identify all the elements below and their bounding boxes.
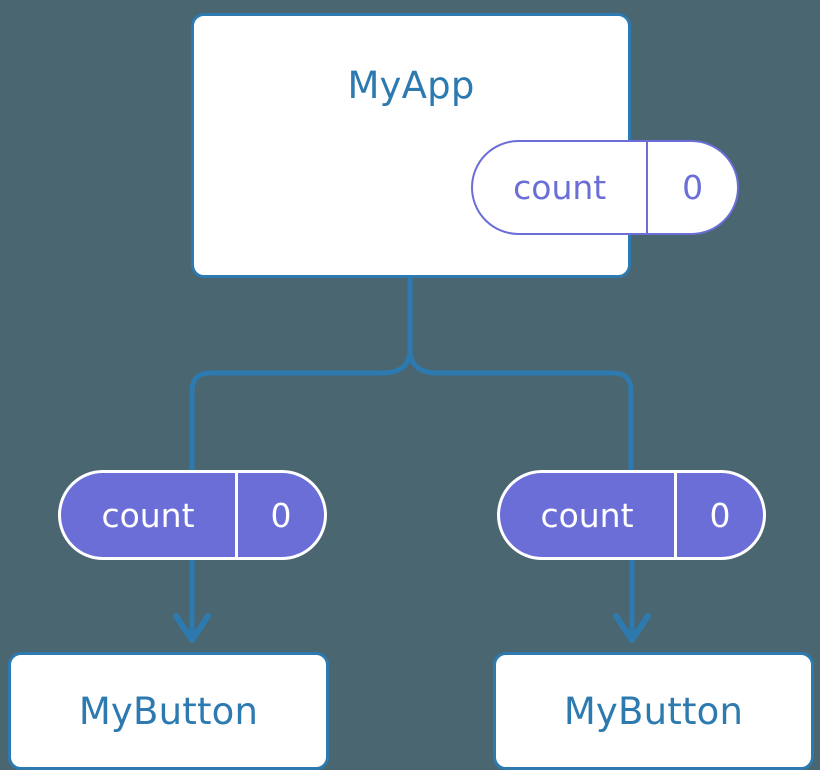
child-state-value-left: 0 <box>234 473 324 557</box>
leaf-component-label-right: MyButton <box>563 689 744 733</box>
root-component-card: MyApp count 0 <box>191 13 739 278</box>
leaf-component-label-left: MyButton <box>78 689 259 733</box>
child-state-pill-right: count 0 <box>497 470 766 560</box>
child-state-key-right: count <box>540 495 634 535</box>
arrow-right-head <box>613 613 651 643</box>
fork-left-branch <box>189 349 413 478</box>
fork-right-branch <box>407 349 634 478</box>
root-component-title: MyApp <box>347 64 475 107</box>
leaf-component-card-left: MyButton <box>8 652 329 770</box>
arrow-left-head <box>173 613 211 643</box>
leaf-component-card-right: MyButton <box>493 652 814 770</box>
root-state-pill: count 0 <box>471 140 739 235</box>
root-state-value: 0 <box>646 142 737 233</box>
child-state-key-left: count <box>101 495 195 535</box>
child-state-value-right: 0 <box>673 473 763 557</box>
child-state-pill-left: count 0 <box>58 470 327 560</box>
root-state-key: count <box>513 168 607 207</box>
